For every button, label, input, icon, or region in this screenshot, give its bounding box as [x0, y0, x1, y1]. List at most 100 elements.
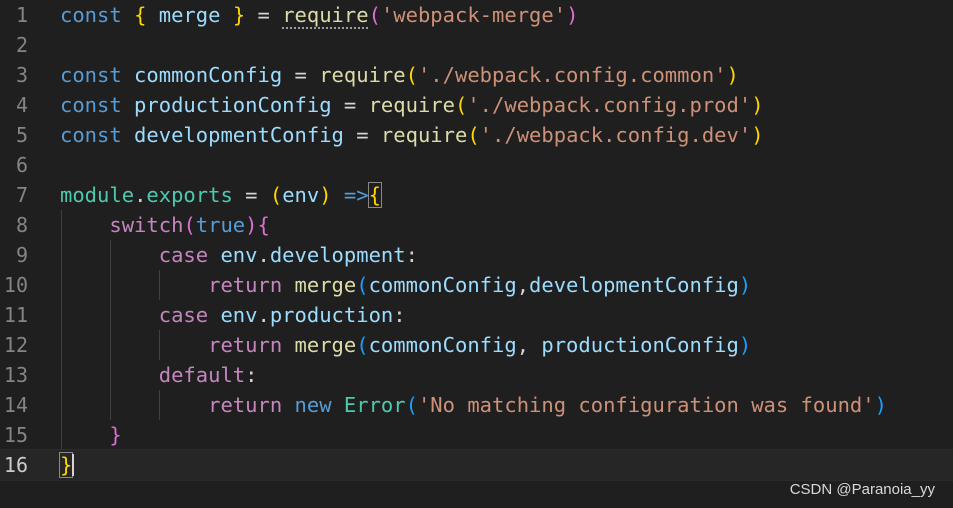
code-line[interactable]: 4 const productionConfig = require('./web…: [0, 90, 953, 120]
code-token: return: [208, 393, 283, 417]
code-line[interactable]: 15 }: [0, 420, 953, 450]
code-text: }: [58, 450, 74, 480]
code-token: (: [183, 213, 196, 237]
indent-guide: [61, 210, 62, 450]
code-token: developmentConfig: [121, 123, 344, 147]
code-token: .: [257, 243, 270, 267]
code-token: merge: [146, 3, 233, 27]
text-cursor: [72, 454, 74, 476]
code-token: case: [158, 303, 209, 327]
code-token: default: [158, 363, 246, 387]
code-token: switch: [109, 213, 184, 237]
code-line[interactable]: 9 case env.development:: [0, 240, 953, 270]
code-token: const: [60, 63, 122, 87]
code-token: ): [319, 183, 332, 207]
code-line[interactable]: 13 default:: [0, 360, 953, 390]
code-token: commonConfig: [121, 63, 283, 87]
line-number: 12: [3, 333, 28, 357]
code-line[interactable]: 14 return new Error('No matching configu…: [0, 390, 953, 420]
code-token: [332, 183, 344, 207]
code-token: new: [294, 393, 332, 417]
code-token: (: [405, 393, 418, 417]
code-token: [60, 393, 208, 417]
code-token: require: [368, 93, 455, 117]
line-number: 2: [15, 33, 28, 57]
code-text: }: [60, 420, 122, 450]
indent-guide: [159, 390, 160, 420]
code-token: =: [343, 123, 381, 147]
indent-guide: [110, 240, 111, 420]
code-text: const commonConfig = require('./webpack.…: [60, 60, 739, 90]
code-line[interactable]: 7 module.exports = (env) =>{: [0, 180, 953, 210]
code-token: =: [331, 93, 369, 117]
code-token: }: [232, 3, 246, 27]
code-token: (: [356, 273, 369, 297]
code-token: true: [195, 213, 246, 237]
code-line[interactable]: 6: [0, 150, 953, 180]
code-token: [282, 273, 294, 297]
code-token: {: [367, 182, 382, 208]
code-token: return: [208, 333, 283, 357]
line-number: 9: [15, 243, 28, 267]
code-text: module.exports = (env) =>{: [60, 180, 382, 210]
code-text: const { merge } = require('webpack-merge…: [60, 0, 578, 30]
code-token: './webpack.config.dev': [479, 123, 752, 147]
code-token: const: [60, 93, 122, 117]
line-number: 5: [15, 123, 28, 147]
code-text: return merge(commonConfig,developmentCon…: [60, 270, 751, 300]
line-number: 15: [3, 423, 28, 447]
line-number: 4: [15, 93, 28, 117]
code-token: }: [109, 423, 122, 447]
code-token: [60, 423, 109, 447]
indent-guide: [159, 270, 160, 300]
code-line[interactable]: 3 const commonConfig = require('./webpack…: [0, 60, 953, 90]
line-number: 7: [15, 183, 28, 207]
code-token: Error: [343, 393, 406, 417]
code-token: exports: [146, 183, 233, 207]
code-token: {: [134, 3, 147, 27]
code-text: switch(true){: [60, 210, 269, 240]
code-line[interactable]: 11 case env.production:: [0, 300, 953, 330]
code-line[interactable]: 16}: [0, 449, 953, 481]
code-token: require: [282, 3, 369, 27]
code-token: './webpack.config.prod': [467, 93, 752, 117]
indent-guide: [159, 330, 160, 360]
code-token: case: [158, 243, 209, 267]
code-token: ,: [516, 333, 542, 357]
code-token: 'webpack-merge': [380, 3, 567, 27]
code-line[interactable]: 10 return merge(commonConfig,development…: [0, 270, 953, 300]
code-token: =: [282, 63, 320, 87]
code-token: developmentConfig: [529, 273, 739, 297]
code-text: return merge(commonConfig, productionCon…: [60, 330, 751, 360]
code-token: commonConfig: [368, 273, 517, 297]
code-token: require: [380, 123, 468, 147]
code-token: (: [454, 93, 468, 117]
code-token: merge: [294, 273, 357, 297]
code-token: [60, 333, 208, 357]
watermark: CSDN @Paranoia_yy: [789, 481, 935, 498]
code-token: ): [738, 333, 752, 357]
code-line[interactable]: 2: [0, 30, 953, 60]
code-token: .: [134, 183, 147, 207]
code-line[interactable]: 8 switch(true){: [0, 210, 953, 240]
code-token: :: [245, 363, 258, 387]
code-token: (: [467, 123, 480, 147]
line-number: 10: [3, 273, 28, 297]
line-number: 11: [3, 303, 28, 327]
code-token: ): [245, 213, 258, 237]
code-token: env: [208, 303, 258, 327]
code-token: (: [269, 183, 283, 207]
code-token: module: [60, 183, 135, 207]
code-token: (: [405, 63, 418, 87]
code-text: const productionConfig = require('./webp…: [60, 90, 764, 120]
line-number: 14: [3, 393, 28, 417]
line-number: 3: [15, 63, 28, 87]
code-token: ): [874, 393, 887, 417]
code-token: }: [58, 452, 74, 478]
code-token: =: [232, 183, 270, 207]
code-token: [332, 393, 344, 417]
code-line[interactable]: 12 return merge(commonConfig, production…: [0, 330, 953, 360]
